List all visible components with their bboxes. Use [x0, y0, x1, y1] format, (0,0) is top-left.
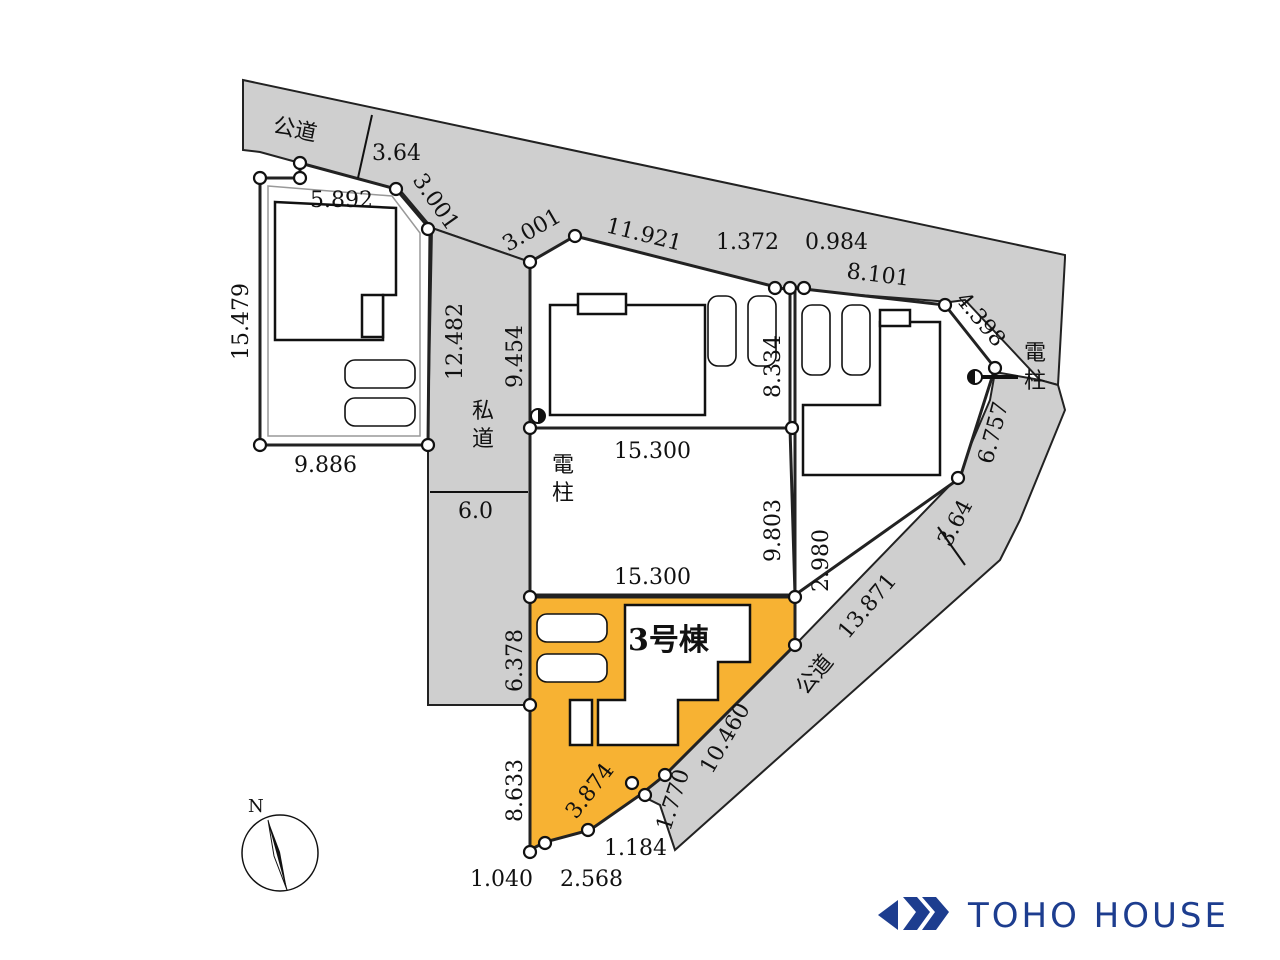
- dim-12-482: 12.482: [443, 303, 468, 380]
- dim-1-184: 1.184: [604, 836, 667, 861]
- dimension-arrow: [937, 526, 966, 566]
- dim-5-892: 5.892: [310, 188, 373, 213]
- building-3-entry: [568, 698, 594, 747]
- utility-pole-right-label-2: 柱: [1024, 369, 1046, 394]
- building-b: [548, 303, 707, 417]
- north-label: N: [248, 796, 264, 817]
- dim-15-300-b: 15.300: [614, 565, 691, 590]
- toho-house-logo: TOHO HOUSE: [878, 896, 1229, 936]
- utility-pole-right: [967, 369, 1018, 385]
- building-a-entry: [360, 293, 385, 339]
- dim-2-980: 2.980: [809, 529, 834, 592]
- dimension-arrow: [357, 114, 373, 179]
- car-icon: [841, 304, 871, 376]
- private-road-label-1: 私: [472, 399, 494, 424]
- car-icon: [707, 295, 737, 367]
- private-road-label-2: 道: [472, 427, 494, 452]
- utility-pole-left-label-1: 電: [552, 453, 574, 478]
- car-icon: [344, 397, 416, 427]
- lot-a-inner: [267, 185, 421, 437]
- utility-pole-left: [530, 408, 546, 424]
- car-icon: [747, 295, 777, 367]
- house-3-label: 3号棟: [628, 623, 710, 658]
- utility-pole-left-label-2: 柱: [552, 481, 574, 506]
- dim-6-0: 6.0: [458, 499, 493, 524]
- dim-0-984: 0.984: [805, 230, 868, 255]
- car-icon: [536, 653, 608, 683]
- building-b-annex: [576, 292, 628, 316]
- car-icon: [344, 359, 416, 389]
- dim-15-300-a: 15.300: [614, 439, 691, 464]
- building-c-annex: [878, 308, 912, 328]
- dim-15-479: 15.479: [229, 283, 254, 360]
- dim-2-568: 2.568: [560, 867, 623, 892]
- car-icon: [801, 304, 831, 376]
- dim-9-803: 9.803: [761, 499, 786, 562]
- dim-8-334: 8.334: [761, 335, 786, 398]
- dim-1-040: 1.040: [470, 867, 533, 892]
- dim-6-378: 6.378: [503, 629, 528, 692]
- north-compass: N: [241, 796, 319, 892]
- dim-3-64-top: 3.64: [372, 141, 421, 166]
- building-c: [801, 320, 942, 477]
- dim-9-886: 9.886: [294, 453, 357, 478]
- dim-9-454: 9.454: [503, 325, 528, 388]
- brand-name: TOHO HOUSE: [967, 896, 1229, 936]
- cars: [344, 295, 871, 683]
- dim-1-372: 1.372: [716, 230, 779, 255]
- utility-pole-right-label-1: 電: [1024, 341, 1046, 366]
- boundary-points: [252, 155, 1003, 860]
- car-icon: [536, 613, 608, 643]
- dim-8-633: 8.633: [503, 759, 528, 822]
- building-3: [596, 603, 752, 747]
